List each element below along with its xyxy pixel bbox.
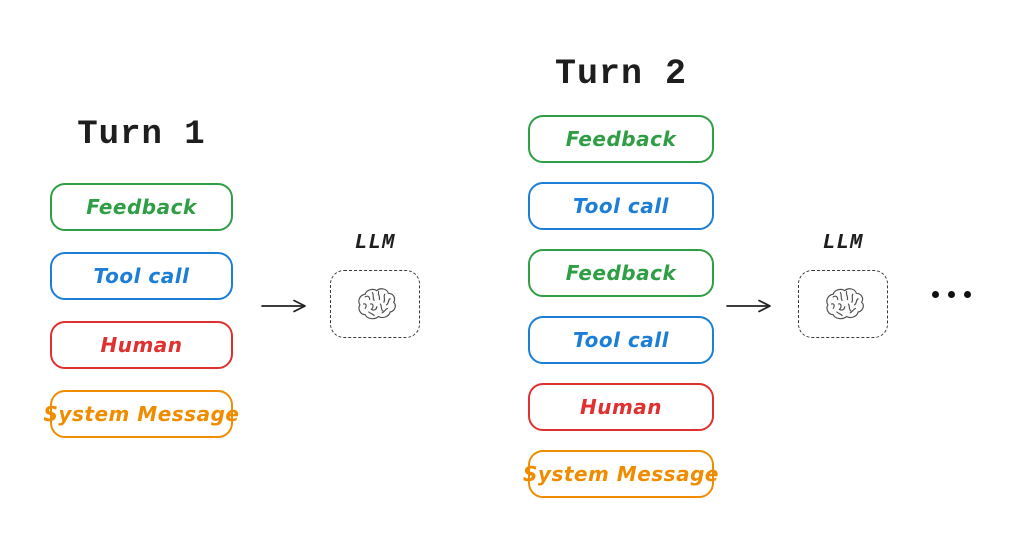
message-label: Tool call [573,328,669,352]
message-box: Feedback [528,249,714,297]
message-label: System Message [43,402,240,426]
arrow-right-icon [261,299,306,313]
message-box: Feedback [528,115,714,163]
message-box: Human [50,321,233,369]
message-box: Tool call [50,252,233,300]
message-label: Human [100,333,183,357]
turn-1-message-stack: Feedback Tool call Human System Message [44,183,239,438]
brain-icon [358,288,396,320]
message-label: Tool call [93,264,190,288]
turn-2-title: Turn 2 [554,54,688,94]
ellipsis-dot [964,291,971,298]
message-label: Feedback [86,195,197,219]
ellipsis-dot [932,291,939,298]
llm-box [798,270,888,338]
message-label: Tool call [573,194,669,218]
arrow-right-icon [726,299,771,313]
brain-icon [826,288,864,320]
turn-1-title: Turn 1 [77,116,206,154]
message-label: Feedback [565,261,677,285]
message-box: Tool call [528,182,714,230]
message-box: Human [528,383,714,431]
message-box: Feedback [50,183,233,231]
message-label: Feedback [565,127,677,151]
ellipsis-icon [932,291,971,298]
message-box: System Message [523,450,718,498]
llm-label: LLM [822,232,864,255]
llm-label: LLM [354,232,396,255]
ellipsis-dot [948,291,955,298]
message-label: Human [579,395,663,419]
message-box: System Message [44,390,239,438]
message-box: Tool call [528,316,714,364]
message-label: System Message [523,462,719,486]
turn-2-message-stack: Feedback Tool call Feedback Tool call Hu… [523,115,718,498]
llm-box [330,270,420,338]
